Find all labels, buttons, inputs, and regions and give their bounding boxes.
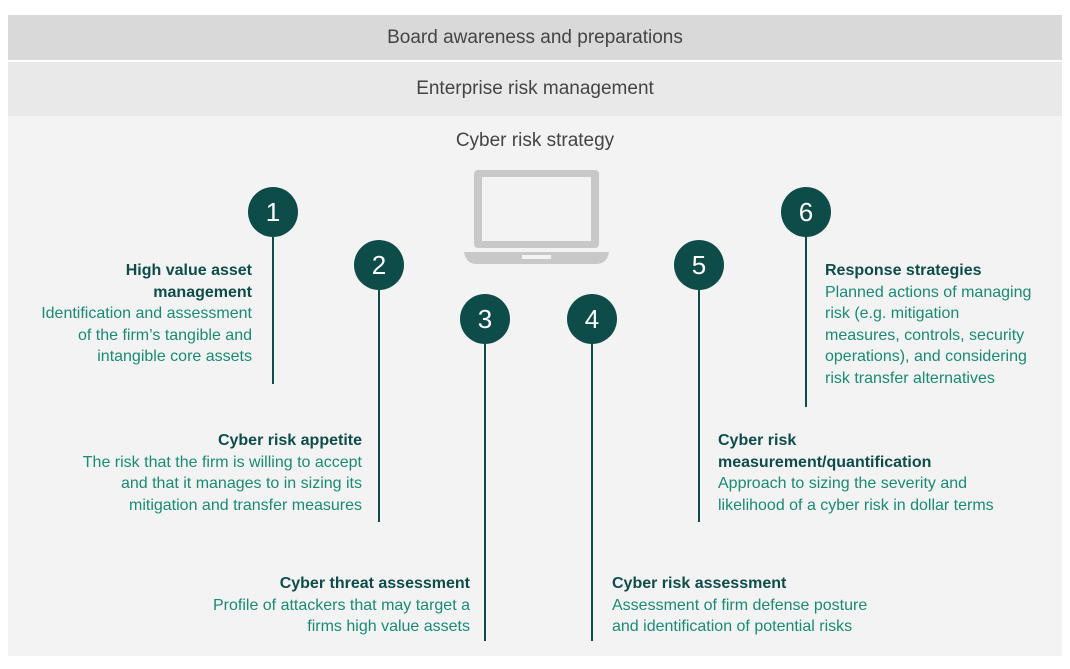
step-6-line	[805, 237, 807, 407]
step-4-badge: 4	[567, 294, 617, 344]
step-1-text: High value asset management Identificati…	[41, 260, 252, 368]
step-6-text: Response strategies Planned actions of m…	[825, 260, 1031, 389]
step-1-heading-cont: management	[153, 283, 252, 301]
step-2-heading: Cyber risk appetite	[217, 432, 362, 449]
step-3-text: Cyber threat assessment Profile of attac…	[213, 573, 470, 638]
step-6-desc-1: Planned actions of managing	[825, 283, 1032, 301]
board-awareness-band: Board awareness and preparations	[8, 15, 1062, 60]
step-5-line	[698, 290, 700, 522]
step-4-desc-1: Assessment of firm defense posture	[612, 596, 868, 614]
step-5-text: Cyber risk measurement/quantification Ap…	[718, 430, 994, 516]
step-2-text: Cyber risk appetite The risk that the fi…	[83, 430, 362, 516]
step-3-badge: 3	[460, 294, 510, 344]
step-5-badge: 5	[674, 240, 724, 290]
step-3-heading: Cyber threat assessment	[279, 575, 470, 592]
step-5-desc-2: likelihood of a cyber risk in dollar ter…	[718, 496, 994, 514]
step-1-desc-1: Identification and assessment	[41, 305, 252, 322]
step-1-line	[272, 237, 274, 384]
step-1-desc-3: intangible core assets	[97, 348, 252, 365]
step-2-desc-3: mitigation and transfer measures	[129, 496, 362, 514]
step-6-desc-2: risk (e.g. mitigation	[825, 305, 960, 322]
step-5-heading-cont: measurement/quantification	[718, 453, 932, 471]
step-2-desc-2: and that it manages to in sizing its	[120, 475, 362, 492]
step-4-heading: Cyber risk assessment	[612, 575, 787, 592]
step-6-desc-3: measures, controls, security	[825, 326, 1025, 344]
step-2-desc-1: The risk that the firm is willing to acc…	[82, 453, 362, 471]
step-6-heading: Response strategies	[825, 262, 982, 279]
step-1-badge: 1	[248, 187, 298, 237]
step-3-desc-1: Profile of attackers that may target a	[212, 596, 470, 614]
step-1-desc-2: of the firm’s tangible and	[77, 326, 252, 344]
laptop-icon	[464, 170, 609, 264]
step-5-desc-1: Approach to sizing the severity and	[718, 475, 968, 492]
diagram-title: Cyber risk strategy	[455, 130, 615, 151]
step-3-line	[484, 344, 486, 641]
step-6-desc-4: operations), and considering	[825, 348, 1027, 365]
step-5-heading: Cyber risk	[718, 432, 797, 449]
board-awareness-label: Board awareness and preparations	[387, 26, 683, 48]
step-4-line	[591, 344, 593, 641]
step-3-desc-2: firms high value assets	[307, 618, 470, 635]
step-4-desc-2: and identification of potential risks	[612, 618, 853, 635]
enterprise-risk-band: Enterprise risk management	[8, 62, 1062, 116]
step-6-desc-5: risk transfer alternatives	[825, 369, 995, 387]
step-2-badge: 2	[354, 240, 404, 290]
step-6-badge: 6	[781, 187, 831, 237]
step-1-heading: High value asset	[125, 262, 252, 279]
step-2-line	[378, 290, 380, 522]
enterprise-risk-label: Enterprise risk management	[416, 78, 654, 99]
step-4-text: Cyber risk assessment Assessment of firm…	[612, 573, 867, 638]
